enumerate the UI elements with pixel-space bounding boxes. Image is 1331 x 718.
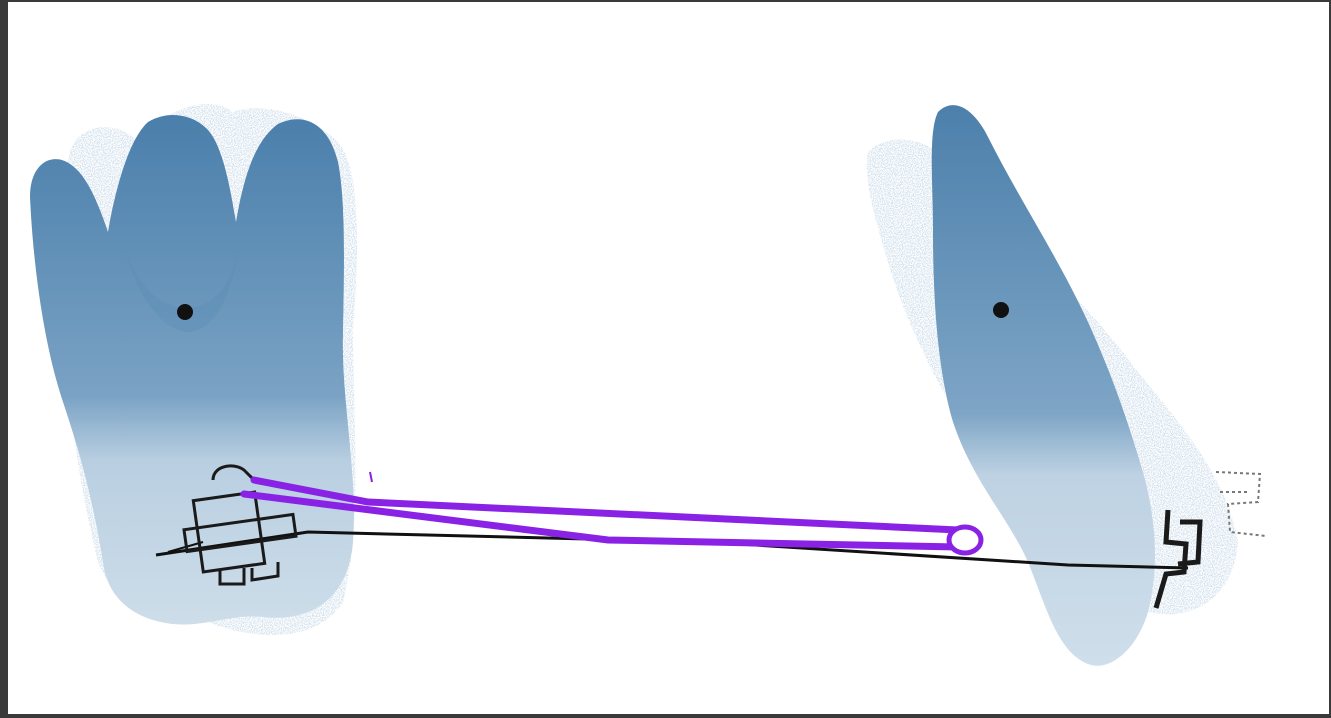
- elastic-mark: [370, 472, 372, 482]
- molar-center-dot: [177, 304, 193, 320]
- elastic-upper-strand: [254, 480, 958, 530]
- orthodontic-diagram: [8, 2, 1329, 714]
- diagram-canvas: [8, 2, 1329, 714]
- elastic-loop: [949, 527, 981, 553]
- canine-tooth: [867, 105, 1238, 666]
- molar-crown: [30, 115, 354, 624]
- molar-tooth: [30, 104, 357, 635]
- canine-center-dot: [993, 302, 1009, 318]
